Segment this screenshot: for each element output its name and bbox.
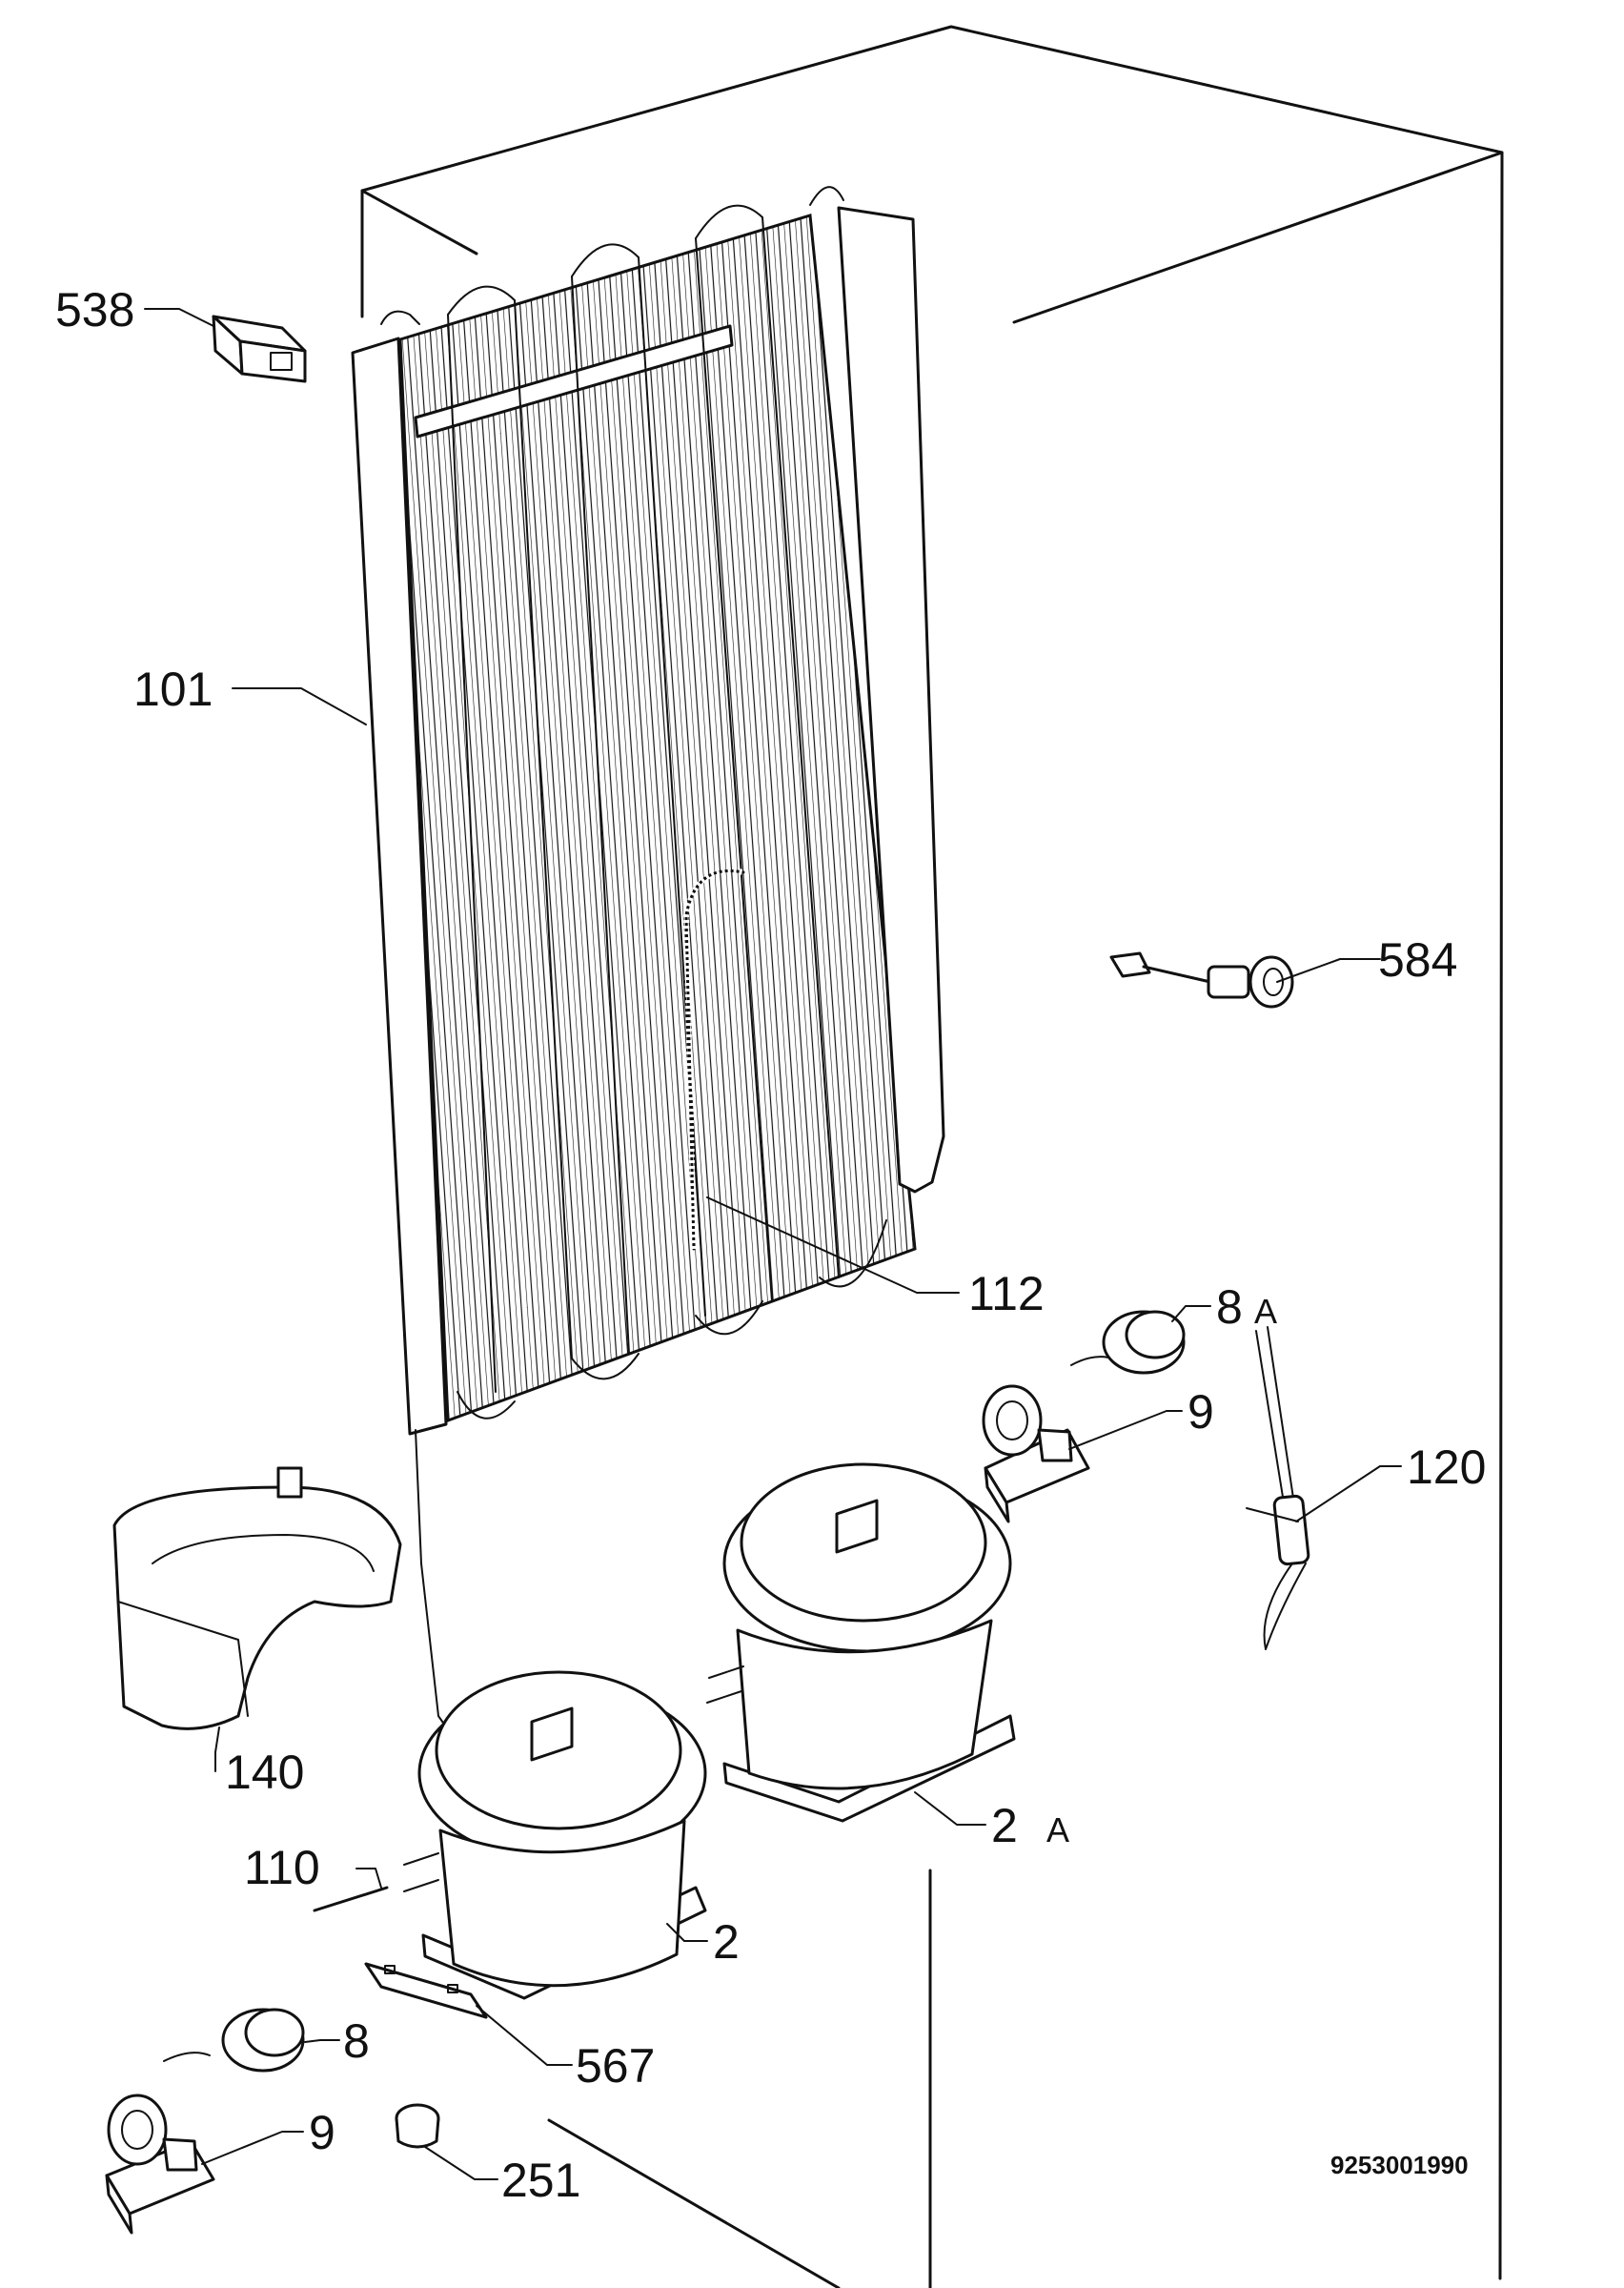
callout-8: 8	[343, 2014, 370, 2068]
plate-567	[364, 1962, 488, 2019]
clamp-9-upper	[982, 1384, 1090, 1523]
callout-8a-suffix: A	[1254, 1292, 1277, 1331]
callout-584: 584	[1378, 933, 1457, 987]
callout-110: 110	[244, 1841, 320, 1894]
compressor-2a	[706, 1462, 1016, 1823]
callout-112: 112	[968, 1267, 1045, 1320]
relay-8a	[1070, 1310, 1186, 1375]
callout-8a: 8	[1216, 1280, 1243, 1334]
callout-9-lower: 9	[309, 2106, 335, 2159]
callout-2: 2	[713, 1915, 740, 1969]
relay-8	[163, 2008, 305, 2073]
callout-101: 101	[133, 663, 213, 716]
callout-567: 567	[576, 2039, 655, 2093]
callout-9-upper: 9	[1188, 1385, 1214, 1439]
callout-120: 120	[1407, 1440, 1486, 1494]
condenser	[351, 186, 945, 1736]
drawing-code: 9253001990	[1330, 2151, 1469, 2179]
callout-251: 251	[501, 2154, 580, 2207]
cabinet-outline	[360, 25, 1504, 2288]
clamp-9-lower	[105, 2094, 215, 2235]
callout-538: 538	[55, 283, 134, 337]
sensor-584	[1109, 951, 1294, 1009]
compressor-2	[403, 1670, 707, 2000]
callout-140: 140	[225, 1746, 304, 1799]
connector-538	[212, 315, 307, 383]
callout-2a: 2	[991, 1799, 1018, 1852]
thermostat-120	[1246, 1326, 1310, 1650]
pin-110	[313, 1886, 389, 1912]
callout-labels: 538 101 584 112 8 A 9 120 140 2 A 110 2 …	[55, 283, 1486, 2207]
callout-2a-suffix: A	[1046, 1810, 1069, 1849]
nut-251	[395, 2103, 440, 2149]
leader-lines	[144, 308, 1402, 2180]
drip-tray-140	[112, 1466, 402, 1730]
